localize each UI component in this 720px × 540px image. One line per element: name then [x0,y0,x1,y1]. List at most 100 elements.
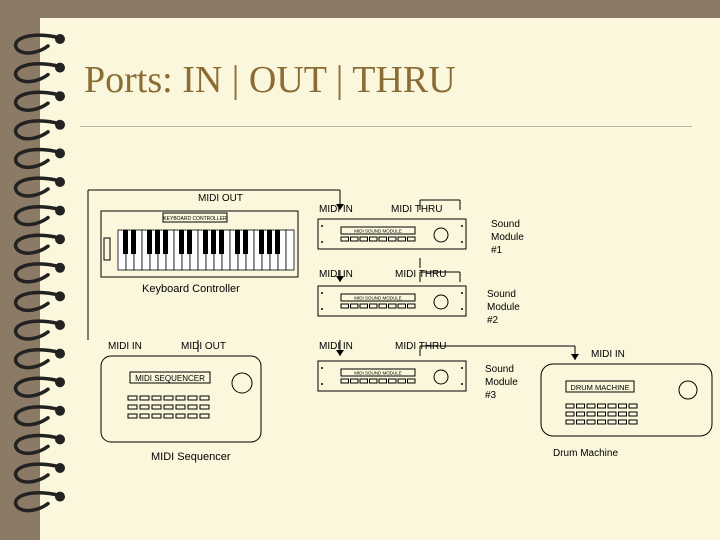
drum-pad-button [607,403,617,409]
module-2-midi-in-label: MIDI IN [319,269,353,280]
module-button [397,303,406,309]
screw [321,367,323,369]
drum-pad-button [607,411,617,417]
module-3-name-line-2: Module [485,377,518,388]
sequencer-button [163,395,174,401]
binding-ring [14,204,65,227]
binding-ring [14,233,65,255]
drum-pad-button [597,411,606,417]
binding-ring [14,376,65,398]
drum-pad-button [565,403,575,409]
module-3-midi-thru-label: MIDI THRU [395,341,447,352]
module-button [397,236,406,242]
binding-ring [14,33,65,55]
module-2-name-line-1: Sound [487,289,516,300]
module-button [359,303,368,309]
drum-pad-button [618,403,627,409]
module-button [359,378,368,384]
screw [321,292,323,294]
drum-pad-button [628,411,638,417]
binding-ring [14,262,65,284]
drum-pad-button [576,411,585,417]
sequencer-button [199,413,210,419]
sequencer-button [151,404,162,410]
arrowhead [336,204,344,210]
drum-pad-button [597,403,606,409]
module-button [350,236,359,242]
module-2-midi-thru-label: MIDI THRU [395,269,447,280]
sequencer-button [151,395,162,401]
sequencer-button [139,404,150,410]
module-button [369,303,378,309]
sequencer-button [187,395,198,401]
sequencer-button [151,413,162,419]
drum-pad-button [576,403,585,409]
drum-machine-caption: Drum Machine [553,448,619,459]
binding-ring [14,433,65,456]
slide [40,18,720,540]
module-button [397,378,406,384]
module-button [378,378,387,384]
keyboard-midi-out-label: MIDI OUT [198,193,243,204]
binding-ring [14,176,65,198]
midi-sequencer-caption: MIDI Sequencer [151,451,231,463]
sequencer-midi-out-label: MIDI OUT [181,341,226,352]
binding-ring [14,147,65,170]
module-button [350,303,359,309]
black-key [163,230,168,254]
sequencer-button [187,413,198,419]
sequencer-button [187,404,198,410]
black-key [203,230,208,254]
module-knob [433,294,449,310]
module-button [388,303,397,309]
arrowhead [571,354,579,360]
drum-pad-button [586,411,596,417]
module-button [378,236,387,242]
module-1-midi-in-label: MIDI IN [319,204,353,215]
module-button [378,303,387,309]
black-key [235,230,240,254]
module-button [407,236,416,242]
module-button [350,378,359,384]
screw [321,308,323,310]
sequencer-button [139,395,150,401]
black-key [275,230,280,254]
sequencer-button [175,413,186,419]
module-3-name-line-1: Sound [485,364,514,375]
sequencer-button [199,395,210,401]
screw [461,383,463,385]
sequencer-button [163,404,174,410]
keyboard-controller-caption: Keyboard Controller [142,283,240,295]
module-1-name-line-3: #1 [491,245,503,256]
drum-pad-button [618,419,627,425]
sequencer-button [175,395,186,401]
title-divider [80,126,692,127]
black-key [259,230,264,254]
module-button [340,378,349,384]
module-button [407,378,416,384]
screw [461,292,463,294]
drum-pad-button [576,419,585,425]
module-button [369,236,378,242]
black-key [147,230,152,254]
sequencer-button [127,404,138,410]
module-3-name-line-3: #3 [485,390,497,401]
arrowhead [336,276,344,282]
white-key [285,229,295,271]
module-1-midi-thru-label: MIDI THRU [391,204,443,215]
sound-module-1: MIDI SOUND MODULE [317,218,467,250]
drum-machine: DRUM MACHINE [540,363,713,437]
keyboard-controller: KEYBOARD CONTROLLER [100,210,299,278]
module-2-name-line-3: #2 [487,315,499,326]
module-2-name-line-2: Module [487,302,520,313]
drum-pad-button [628,419,638,425]
midi-sequencer: MIDI SEQUENCER [100,355,262,443]
screw [461,241,463,243]
black-key [155,230,160,254]
arrowhead [336,350,344,356]
binding-ring [14,61,65,84]
sequencer-button [127,395,138,401]
black-key [211,230,216,254]
binding-ring [14,319,65,341]
